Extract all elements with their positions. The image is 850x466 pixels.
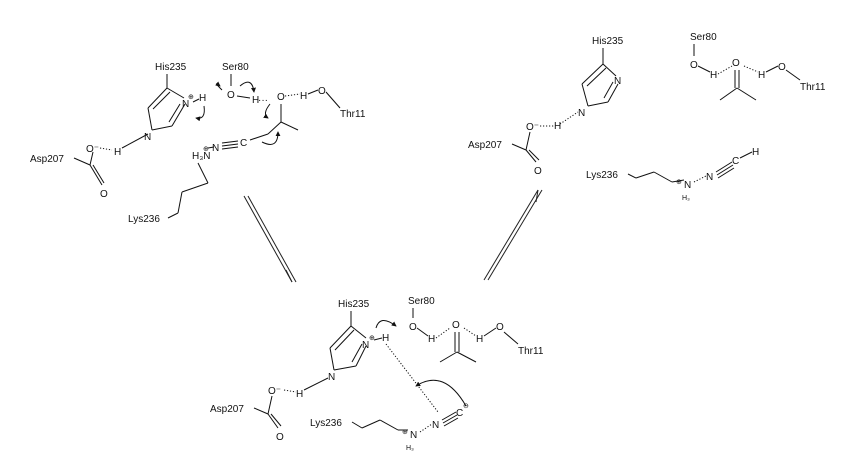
hcn-top-right: N C H — [693, 147, 759, 183]
thr-o-label: O — [318, 86, 326, 97]
lys236-label-b: Lys236 — [310, 418, 342, 429]
his235-imidazole-top-right: His235 N N H — [554, 36, 624, 132]
thr11-bottom: O Thr11 — [483, 322, 544, 357]
ser-o-label: O — [227, 90, 235, 101]
thr11-label: Thr11 — [340, 109, 366, 120]
ser-o-label-tr: O — [690, 60, 698, 71]
ser-h-label-tr: H — [710, 70, 717, 81]
asp-o-label: O — [100, 189, 108, 200]
his-n-label-b: N — [362, 340, 369, 351]
acetone-bottom: O H — [439, 320, 483, 363]
thr11-top-left: O Thr11 — [307, 86, 366, 120]
asp207-top-left: Asp207 O O⁻ H — [30, 133, 149, 200]
lys-n-label-b: N — [410, 430, 417, 441]
acetone-h-label-b: H — [476, 334, 483, 345]
cyanide-charge: ⊖ — [463, 403, 469, 410]
his-n-charge-b: ⊕ — [369, 335, 375, 342]
lys-charge-b: ⊕ — [402, 429, 408, 436]
sub-h2-label: H — [300, 91, 307, 102]
lys-h3n-label: H₃N — [192, 151, 211, 162]
thr11-label-b: Thr11 — [518, 346, 544, 357]
ser80-top-left: Ser80 O H — [215, 62, 259, 106]
his-nh-label: N — [144, 132, 151, 143]
lys-h3-label-tr: H₃ — [682, 195, 690, 202]
acetone-top-right: O H — [719, 58, 765, 101]
asp207-bottom: Asp207 O O⁻ H — [210, 377, 329, 443]
asp-h-label: H — [114, 147, 121, 158]
his-h-label-tr: H — [554, 121, 561, 132]
asp207-label-b: Asp207 — [210, 404, 244, 415]
panel-top-right: His235 N N H Asp207 O O⁻ Ser — [468, 32, 826, 202]
his-h-label: H — [199, 93, 206, 104]
cyanide-bottom: N C ⊖ — [415, 379, 469, 433]
thr11-top-right: O Thr11 — [765, 62, 826, 93]
his235-label-tr: His235 — [592, 36, 624, 47]
hcn-c-label: C — [732, 156, 739, 167]
ser80-label-b: Ser80 — [408, 296, 435, 307]
ser80-label: Ser80 — [222, 62, 249, 73]
his235-label: His235 — [155, 62, 187, 73]
sub-n-label: N — [212, 143, 219, 154]
his235-imidazole-bottom: His235 N ⊕ N H — [328, 299, 439, 413]
asp-h-label-b: H — [296, 389, 303, 400]
thr11-label-tr: Thr11 — [800, 82, 826, 93]
asp-ominus-label-b: O⁻ — [268, 386, 281, 397]
ser-h-label-b: H — [428, 334, 435, 345]
panel-bottom: His235 N ⊕ N H Asp207 O O⁻ — [210, 296, 544, 452]
sub-o-label: O — [277, 92, 285, 103]
asp207-top-right: Asp207 O O⁻ — [468, 122, 554, 177]
asp-o-label-tr: O — [534, 166, 542, 177]
lys236-top-right: Lys236 ⊕ N H₃ — [586, 170, 691, 202]
lys236-top-left: H₃N ⊕ Lys236 — [128, 146, 215, 225]
thr-o-label-tr: O — [778, 62, 786, 73]
his-nh-label-tr: N — [578, 108, 585, 119]
his-n-label-tr: N — [614, 76, 621, 87]
lys236-bottom: Lys236 ⊕ N H₃ — [310, 418, 417, 452]
cyanide-n-label: N — [432, 420, 439, 431]
lys-h3-label-b: H₃ — [406, 445, 414, 452]
substrate-top-left: ··· O C N H — [212, 91, 307, 154]
cyanide-c-label: C — [456, 408, 463, 419]
acetone-o-label: O — [732, 58, 740, 69]
asp207-label: Asp207 — [30, 154, 64, 165]
ser80-top-right: Ser80 O H — [690, 32, 733, 81]
sub-c-label: C — [240, 138, 247, 149]
his-h-label-b: H — [382, 333, 389, 344]
hcn-h-label: H — [752, 147, 759, 158]
ser80-label-tr: Ser80 — [690, 32, 717, 43]
equilibrium-arrow-right — [483, 189, 543, 281]
lys236-label: Lys236 — [128, 214, 160, 225]
ser-h-label: H — [252, 95, 259, 106]
hcn-n-label: N — [706, 172, 713, 183]
lys-charge: ⊕ — [203, 146, 209, 153]
sub-h-dots: ··· — [258, 95, 268, 106]
asp207-label-tr: Asp207 — [468, 140, 502, 151]
asp-ominus-label-tr: O⁻ — [526, 122, 539, 133]
asp-o-label-b: O — [276, 432, 284, 443]
his235-label-b: His235 — [338, 299, 370, 310]
lys-charge-tr: ⊕ — [676, 179, 682, 186]
acetone-o-label-b: O — [452, 320, 460, 331]
lys236-label-tr: Lys236 — [586, 170, 618, 181]
equilibrium-arrow-left — [243, 195, 297, 283]
ser-o-label-b: O — [409, 322, 417, 333]
lys-n-label-tr: N — [684, 180, 691, 191]
ser80-bottom: Ser80 O H — [408, 296, 451, 345]
his-nh-label-b: N — [328, 372, 335, 383]
his-n-charge: ⊕ — [188, 94, 194, 101]
panel-top-left: His235 N N ⊕ H Asp207 O O⁻ H — [30, 62, 366, 225]
his-n-label: N — [182, 99, 189, 110]
thr-o-label-b: O — [496, 322, 504, 333]
his235-imidazole-top-left: His235 N N ⊕ H — [144, 62, 206, 143]
acetone-h-label: H — [758, 70, 765, 81]
asp-ominus-label: O⁻ — [86, 144, 99, 155]
